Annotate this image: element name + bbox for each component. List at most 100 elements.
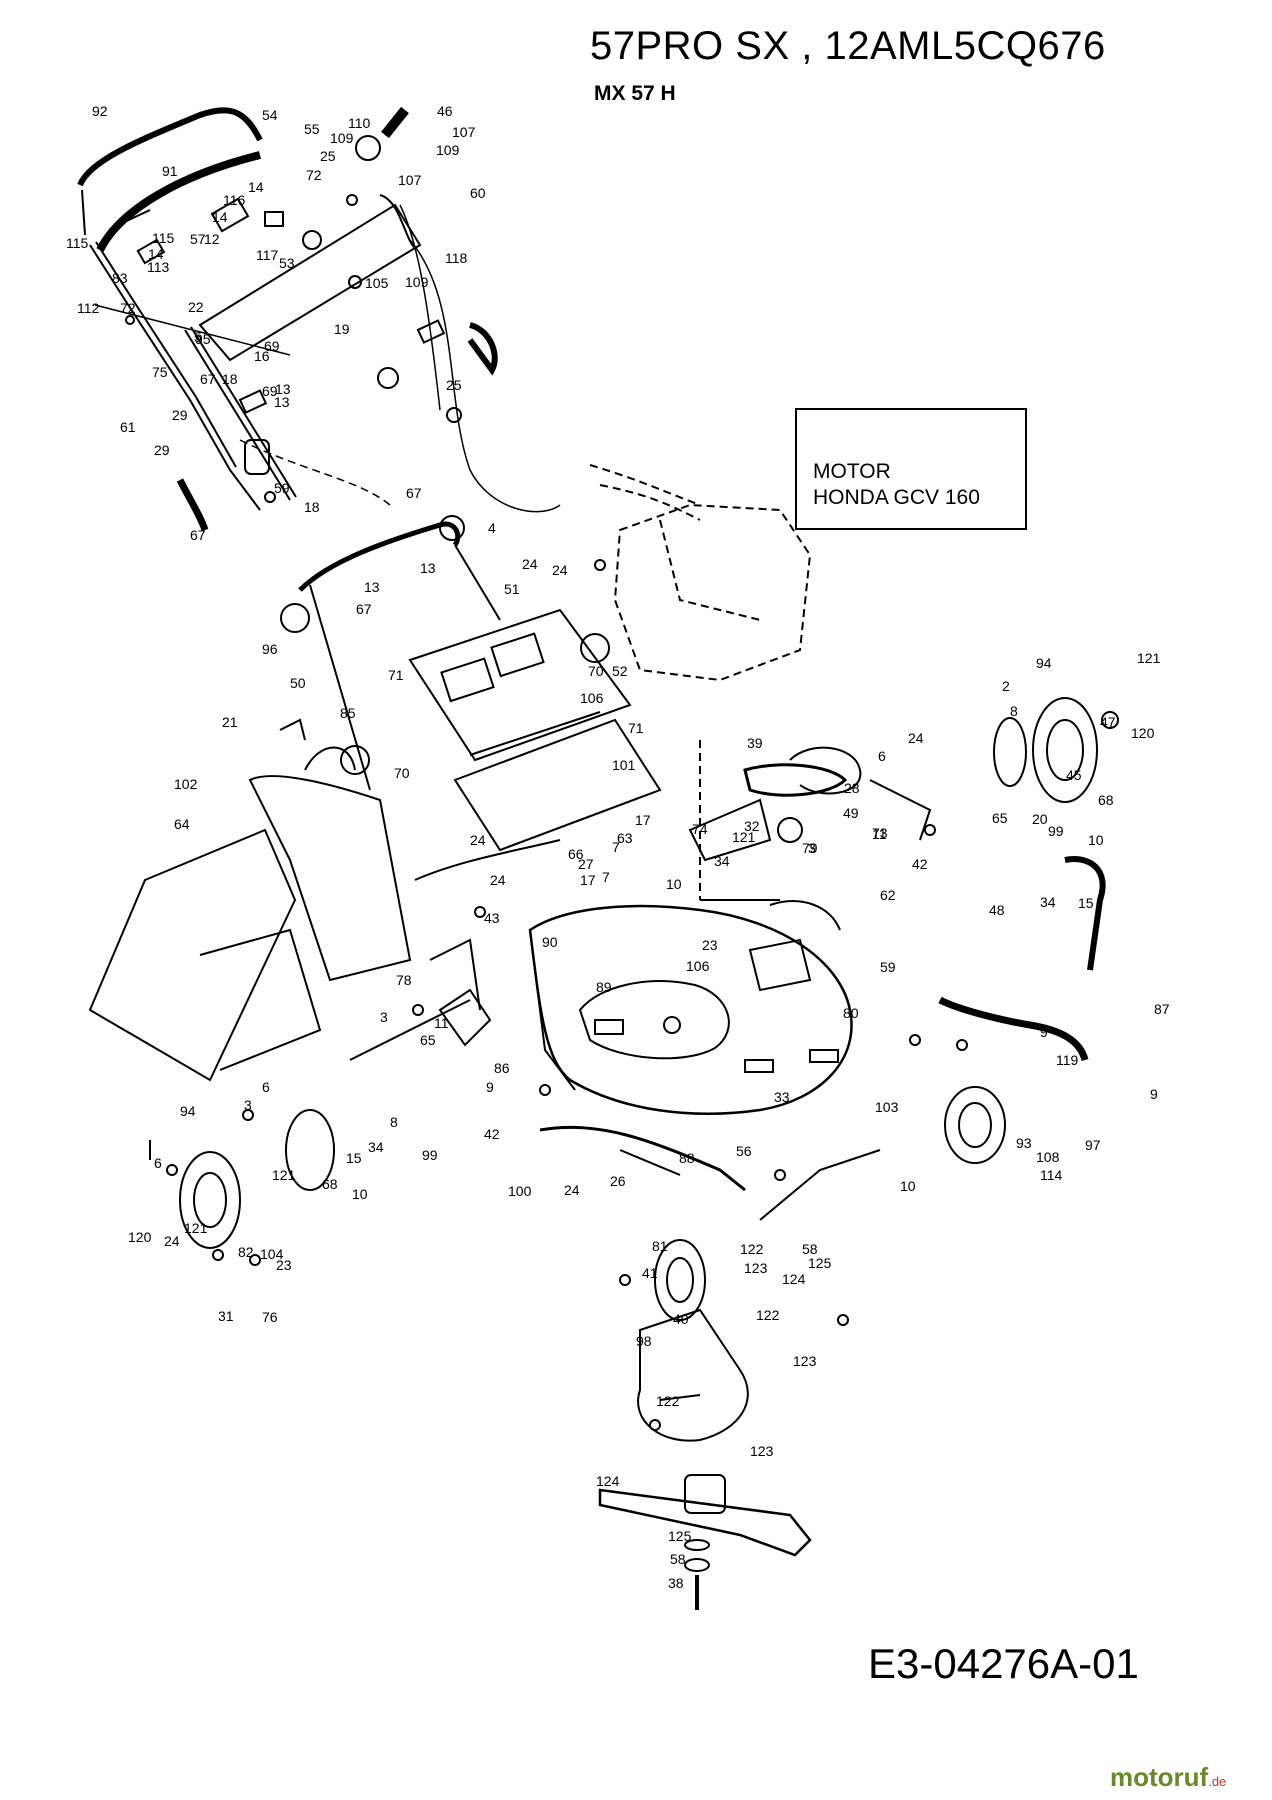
document-number: E3-04276A-01: [868, 1640, 1139, 1687]
part-callout-96: 96: [262, 641, 278, 657]
part-callout-104: 104: [260, 1246, 284, 1262]
honda-engine-outline: [589, 464, 812, 900]
part-callout-3: 3: [380, 1009, 388, 1025]
part-callout-116: 116: [223, 192, 246, 208]
part-callout-110: 110: [348, 115, 371, 131]
part-callout-29: 29: [172, 407, 188, 423]
part-callout-9: 9: [1150, 1086, 1158, 1102]
part-callout-98: 98: [636, 1333, 652, 1349]
part-callout-88: 88: [679, 1150, 695, 1166]
part-callout-113: 113: [147, 259, 170, 275]
motor-model: HONDA GCV 160: [813, 486, 980, 509]
part-callout-33: 33: [774, 1089, 790, 1105]
handle-cable-brackets: [94, 106, 409, 356]
part-callout-34: 34: [368, 1139, 384, 1155]
part-callout-23: 23: [276, 1257, 292, 1273]
part-callout-123: 123: [744, 1260, 768, 1276]
throttle-cable: [239, 204, 561, 513]
part-callout-107: 107: [452, 124, 476, 140]
part-callout-102: 102: [174, 776, 198, 792]
part-callout-120: 120: [128, 1229, 152, 1245]
part-callout-107: 107: [398, 172, 422, 188]
part-callout-24: 24: [490, 872, 506, 888]
part-callout-122: 122: [740, 1241, 764, 1257]
part-callout-25: 25: [446, 377, 462, 393]
part-callout-86: 86: [494, 1060, 510, 1076]
part-callout-60: 60: [470, 185, 486, 201]
part-callout-67: 67: [190, 527, 206, 543]
part-callout-115: 115: [66, 235, 89, 251]
part-callout-83: 83: [112, 270, 128, 286]
part-callout-4: 4: [488, 520, 496, 536]
part-callout-78: 78: [396, 972, 412, 988]
part-callout-26: 26: [610, 1173, 626, 1189]
front-rubber-bumper: [938, 856, 1106, 1062]
part-callout-38: 38: [668, 1575, 684, 1591]
model-title: 57PRO SX , 12AML5CQ676: [590, 24, 1106, 68]
part-callout-91: 91: [162, 163, 178, 179]
part-callout-11: 11: [872, 826, 887, 842]
part-callout-62: 62: [880, 887, 896, 903]
height-adjust-rods: [349, 839, 881, 1221]
blade-adapter: [684, 1474, 726, 1514]
part-callout-13: 13: [274, 394, 290, 410]
part-callout-23: 23: [702, 937, 718, 953]
part-callout-90: 90: [542, 934, 558, 950]
part-callout-29: 29: [154, 442, 170, 458]
part-callout-17: 17: [635, 812, 651, 828]
part-callout-97: 97: [1085, 1137, 1101, 1153]
rear-left-wheel: [179, 1109, 335, 1249]
lower-handle-tubes: [89, 241, 297, 511]
part-callout-7: 7: [602, 869, 610, 885]
motor-info-box: MOTOR HONDA GCV 160: [795, 408, 1027, 530]
part-callout-6: 6: [878, 748, 886, 764]
part-callout-13: 13: [420, 560, 436, 576]
part-callout-21: 21: [222, 714, 238, 730]
part-callout-53: 53: [279, 255, 295, 271]
part-callout-81: 81: [652, 1238, 668, 1254]
part-callout-80: 80: [843, 1005, 859, 1021]
part-callout-8: 8: [1010, 703, 1018, 719]
part-callout-121: 121: [1137, 650, 1161, 666]
part-callout-7: 7: [612, 839, 620, 855]
part-callout-92: 92: [92, 103, 108, 119]
part-callout-6: 6: [154, 1155, 162, 1171]
part-callout-74: 74: [692, 821, 708, 837]
part-callout-105: 105: [365, 275, 389, 291]
part-callout-125: 125: [668, 1528, 692, 1544]
part-callout-43: 43: [484, 910, 500, 926]
part-callout-124: 124: [782, 1271, 806, 1287]
part-callout-11: 11: [434, 1015, 449, 1031]
part-callout-22: 22: [188, 299, 204, 315]
part-callout-109: 109: [436, 142, 460, 158]
part-callout-123: 123: [750, 1443, 774, 1459]
part-callout-70: 70: [588, 663, 604, 679]
part-callout-93: 93: [1016, 1135, 1032, 1151]
part-callout-89: 89: [596, 979, 612, 995]
grass-bag-frame: [248, 718, 412, 982]
part-callout-71: 71: [628, 720, 644, 736]
part-callout-6: 6: [262, 1079, 270, 1095]
part-callout-108: 108: [1036, 1149, 1060, 1165]
part-callout-58: 58: [802, 1241, 818, 1257]
part-callout-76: 76: [262, 1309, 278, 1325]
part-callout-69: 69: [264, 338, 280, 354]
part-callout-67: 67: [406, 485, 422, 501]
part-callout-59: 59: [880, 959, 896, 975]
part-callout-19: 19: [334, 321, 350, 337]
part-callout-103: 103: [875, 1099, 899, 1115]
part-callout-109: 109: [405, 274, 429, 290]
part-callout-2: 2: [1002, 678, 1010, 694]
part-callout-47: 47: [1100, 714, 1116, 730]
part-callout-59: 59: [274, 480, 290, 496]
watermark-tld: .de: [1208, 1774, 1227, 1789]
motor-label: MOTOR: [813, 460, 891, 483]
part-callout-15: 15: [1078, 895, 1094, 911]
part-callout-73: 73: [872, 825, 888, 841]
part-callout-87: 87: [1154, 1001, 1170, 1017]
part-callout-51: 51: [504, 581, 520, 597]
part-callout-72: 72: [120, 300, 136, 316]
part-callout-42: 42: [912, 856, 928, 872]
part-callout-79: 79: [802, 840, 818, 856]
